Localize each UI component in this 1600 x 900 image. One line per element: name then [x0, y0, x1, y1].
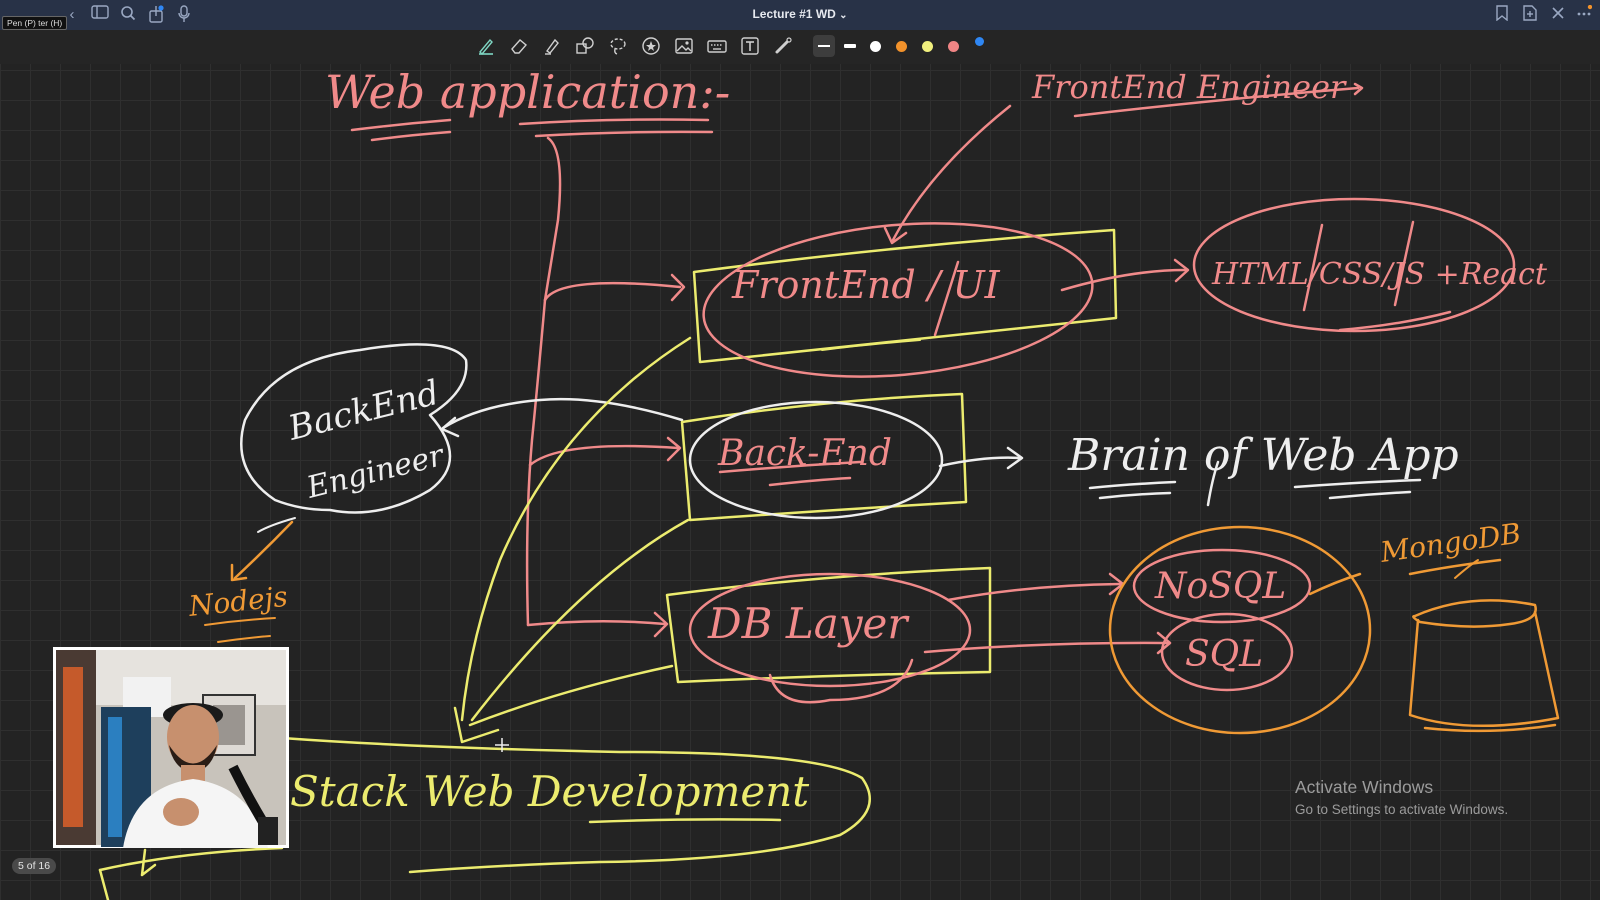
image-icon[interactable] — [673, 36, 695, 58]
more-icon[interactable] — [1574, 4, 1594, 25]
database-group-oval — [1108, 525, 1372, 735]
frontend-label: FrontEnd / UI — [731, 263, 1001, 307]
arrow-to-sql — [923, 641, 1170, 654]
heading-label: Web application:- — [325, 65, 730, 119]
mongodb-underline — [1408, 558, 1502, 576]
shapes-icon[interactable] — [574, 36, 596, 58]
search-icon[interactable] — [118, 5, 138, 25]
color-white-swatch[interactable] — [870, 41, 881, 52]
presenter-webcam — [53, 647, 289, 848]
fe-engineer-underline — [1073, 86, 1360, 118]
fullstack-underline — [588, 818, 782, 824]
cursor-icon — [495, 738, 509, 752]
db-oval — [688, 572, 972, 688]
nodejs-label: Nodejs — [186, 580, 289, 623]
mic-icon[interactable] — [174, 5, 194, 25]
be-engineer-line2: Engineer — [302, 438, 448, 506]
backend-label: Back-End — [717, 433, 892, 474]
nosql-label: NoSQL — [1154, 566, 1286, 607]
backend-engineer-blob — [240, 343, 468, 514]
backend-oval — [688, 400, 944, 520]
document-title: Lecture #1 WD ⌄ — [0, 7, 1600, 21]
text-icon[interactable] — [739, 36, 761, 58]
mongodb-label: MongoDB — [1377, 517, 1523, 569]
branch-vertical — [525, 298, 547, 627]
heading-underline-4 — [534, 130, 714, 138]
arrow-to-nosql — [946, 582, 1122, 602]
backend-to-engineer-arrow — [441, 397, 684, 430]
share-icon[interactable] — [146, 5, 166, 25]
nosql-to-mongo — [1308, 572, 1362, 596]
pen-tooltip: Pen (P) ter (H) — [2, 16, 68, 30]
heading-underline-2 — [370, 130, 452, 142]
color-orange-swatch[interactable] — [896, 41, 907, 52]
nodejs-underline — [204, 617, 276, 626]
frontend-box — [692, 228, 1118, 364]
add-page-icon[interactable] — [1520, 5, 1540, 25]
sticker-icon[interactable] — [640, 36, 662, 58]
color-yellow-swatch[interactable] — [922, 41, 933, 52]
chevron-left-icon[interactable]: ‹ — [69, 6, 75, 23]
document-title-text[interactable]: Lecture #1 WD — [752, 7, 836, 21]
medium-stroke-icon — [844, 44, 856, 48]
tech-oval — [1192, 197, 1516, 333]
sql-oval — [1160, 612, 1294, 692]
backend-underline-1 — [718, 460, 862, 474]
brain-label: Brain of Web App — [1067, 430, 1459, 481]
keyboard-icon[interactable] — [706, 36, 728, 58]
be-engineer-line1: BackEnd — [284, 373, 443, 449]
frontend-tech-label: HTML/CSS/JS +React — [1211, 257, 1548, 292]
medium-stroke-button[interactable] — [839, 35, 861, 57]
thin-stroke-icon — [818, 45, 830, 47]
heading-underline-1 — [350, 118, 452, 132]
eraser-icon[interactable] — [508, 36, 530, 58]
chevron-down-icon[interactable]: ⌄ — [839, 10, 848, 21]
branch-to-backend — [528, 444, 680, 467]
fe-engineer-label: FrontEnd Engineer — [1031, 68, 1347, 106]
page-counter: 5 of 16 — [12, 858, 57, 874]
activate-windows-subtitle: Go to Settings to activate Windows. — [1295, 802, 1509, 817]
db-to-fullstack — [468, 664, 674, 727]
frontend-to-fullstack — [460, 336, 692, 722]
color-pink-swatch[interactable] — [948, 41, 959, 52]
color-blue-swatch[interactable] — [975, 37, 984, 46]
nosql-oval — [1132, 548, 1312, 624]
fe-engineer-arrow — [891, 104, 1012, 242]
lasso-icon[interactable] — [607, 36, 629, 58]
highlighter-icon[interactable] — [541, 36, 563, 58]
cylinder-top — [1412, 599, 1537, 628]
branch-to-frontend — [543, 281, 682, 302]
activate-windows-title: Activate Windows — [1295, 777, 1434, 797]
brain-underline-1 — [1088, 480, 1177, 490]
webcam-image — [56, 650, 286, 848]
arrow-to-tech — [1060, 268, 1187, 292]
sql-label: SQL — [1185, 634, 1263, 675]
brain-underline-2 — [1293, 478, 1422, 489]
bookmark-icon[interactable] — [1492, 5, 1512, 25]
heading-underline-3 — [518, 118, 710, 126]
fullstack-label: Stack Web Development — [290, 767, 809, 816]
branch-to-db — [526, 620, 667, 627]
db-box — [665, 566, 992, 684]
cylinder-body — [1408, 610, 1560, 728]
title-bar: ‹ Pen (P) ter (H) Lecture #1 WD ⌄ — [0, 0, 1600, 30]
pen-icon[interactable] — [475, 36, 497, 58]
backend-to-fullstack — [470, 518, 690, 722]
db-layer-label: DB Layer — [707, 599, 910, 648]
sidebar-icon[interactable] — [90, 5, 110, 25]
tool-bar — [0, 30, 1600, 64]
thin-stroke-button[interactable] — [813, 35, 835, 57]
arrow-to-brain — [938, 456, 1022, 468]
close-icon[interactable] — [1548, 5, 1568, 25]
branch-main — [543, 136, 562, 302]
fullstack-oval — [280, 736, 872, 874]
laser-pointer-icon[interactable] — [772, 36, 794, 58]
nodejs-arrow — [233, 520, 294, 580]
